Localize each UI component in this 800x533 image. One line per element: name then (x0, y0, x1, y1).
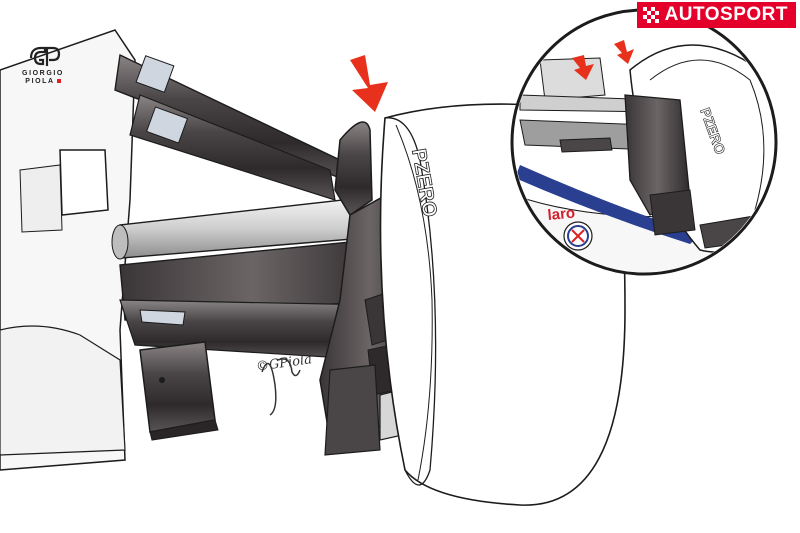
chassis (0, 29, 136, 471)
track-rod (111, 197, 366, 260)
artist-logo: GIORGIO PIOLA (18, 44, 68, 86)
upper-wishbone (114, 53, 347, 201)
artist-logo-line2: PIOLA (25, 78, 61, 86)
inset-sponsor-text: laro (547, 205, 576, 224)
brake-duct-inlet (139, 341, 219, 441)
inset-red-arrow-icon (572, 55, 594, 80)
red-arrow-icon (350, 55, 388, 112)
gp-logo-mark-icon (29, 46, 61, 66)
artist-logo-line1: GIORGIO (22, 70, 64, 77)
checkered-flag-icon (642, 7, 659, 23)
signature-scribble (261, 358, 301, 416)
autosport-badge[interactable]: AUTOSPORT (636, 2, 796, 28)
lower-wishbone (119, 239, 386, 361)
inset-red-arrow-icon (614, 40, 634, 64)
brand-name: AUTOSPORT (664, 4, 788, 25)
